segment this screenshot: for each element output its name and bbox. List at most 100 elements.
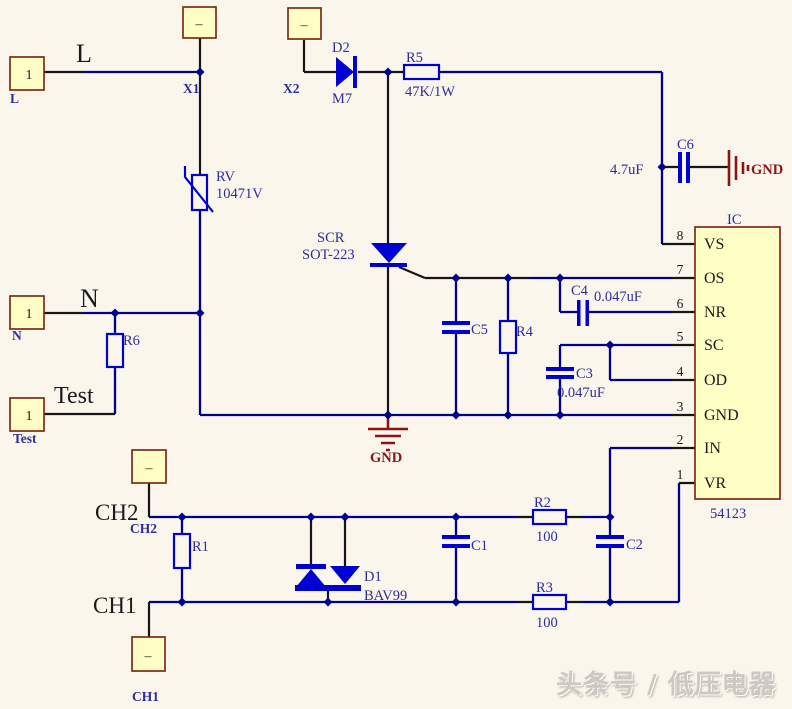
ic-pin-name: IN [704,440,721,457]
capacitor-c5: C5 [442,321,488,338]
ic-54123: IC 54123 8 7 6 5 4 3 2 1 VS OS NR SC OD … [677,212,781,522]
ic-body [694,226,781,500]
wire-name-ch1: CH1 [93,593,136,618]
value-label: M7 [332,91,352,107]
connector-box [131,636,166,672]
resistor-r2: R2 100 [531,495,568,545]
ic-pin-name: OD [704,372,727,389]
capacitor-c2: C2 [596,535,643,553]
resistor-body [105,332,125,369]
value-label: 100 [536,615,558,631]
wire-name-n: N [80,284,99,313]
resistor-body [531,593,568,611]
resistor-r5: R5 47K/1W [402,50,455,100]
cap-plate [442,544,470,548]
wire-name-l: L [76,39,92,68]
ic-pin-number: 6 [677,296,684,311]
connector-net-label: CH1 [132,689,159,704]
ground-label: GND [751,162,783,178]
ground-symbol-main: GND [368,417,408,466]
cap-plate [596,544,624,548]
cap-plate [442,321,470,325]
value-label: 0.047uF [557,385,605,401]
ic-pin-name: GND [704,407,739,424]
cap-plate [596,535,624,539]
resistor-r4: R4 [498,319,534,355]
value-label: 10471V [216,186,263,202]
ic-pin-number: 3 [677,399,684,414]
connector-net-label: CH2 [130,521,157,536]
cap-plate [546,375,574,379]
ref-label: R5 [406,50,423,66]
connector-pin-label: – [300,18,309,33]
ic-pin-name: SC [704,337,724,354]
wire-name-test: Test [54,383,94,409]
wire-name-ch2: CH2 [95,500,138,525]
connector-net-label: X1 [183,81,200,96]
ic-pin-number: 1 [677,467,684,482]
terminal-n: 1 N N [9,284,99,343]
connector-pin-label: – [144,649,153,664]
ref-label: SCR [317,230,345,246]
ref-label: C6 [677,137,694,153]
ref-label: R2 [534,495,551,511]
ic-pin-name: OS [704,270,724,287]
ic-pin-number: 2 [677,432,684,447]
terminal-test: 1 Test Test [9,383,94,446]
ic-pin-number: 7 [677,262,684,277]
varistor-rv: RV 10471V [183,166,263,213]
ref-label: C4 [571,283,589,299]
connector-x2: – X2 [283,7,322,96]
resistor-r3: R3 100 [531,580,568,631]
resistor-body [531,508,568,526]
ic-pin-name: NR [704,304,727,321]
resistor-body [172,532,192,570]
scr-triangle [371,243,407,263]
ref-label: C1 [471,538,488,554]
cap-plate [577,300,581,326]
ic-pin-name: VS [704,236,724,253]
cap-plate [585,300,589,326]
diode-cathode-bar [295,585,361,591]
ref-label: R3 [536,580,553,596]
cap-plate [678,152,682,183]
capacitor-c4: C4 0.047uF [571,283,642,326]
diode-d1: D1 BAV99 [295,564,407,604]
terminal-net-label: N [12,328,22,343]
ic-pin-name: VR [704,475,727,492]
ground-icon [727,150,750,186]
ref-label: R1 [192,539,209,555]
terminal-pin-label: 1 [26,409,33,424]
ground-symbol-c6: GND [727,150,783,186]
ic-part-label: 54123 [710,506,746,522]
varistor-stroke [183,166,214,213]
ref-label: D2 [332,40,350,56]
ref-label: C2 [626,537,643,553]
ground-label: GND [370,450,402,466]
thyristor-scr: SCR SOT-223 [302,230,407,267]
terminal-l: 1 L L [9,39,92,106]
resistor-r1: R1 [172,532,209,570]
connector-ch2: – CH2 CH2 [95,449,167,536]
net-wires [84,70,681,604]
watermark: 头条号 / 低压电器 [556,670,776,700]
ic-pin-number: 4 [677,364,684,379]
connector-pin-label: – [195,17,204,32]
ref-label: C5 [471,322,488,338]
lead-wires [44,38,727,637]
ground-icon [368,417,408,452]
varistor-body [190,173,209,212]
ref-label: D1 [364,569,382,585]
value-label: 0.047uF [594,289,642,305]
value-label: 47K/1W [405,84,455,100]
ref-label: R6 [123,333,140,349]
ic-pin-number: 5 [677,329,684,344]
cap-plate [686,152,690,183]
terminal-box [9,56,45,91]
value-label: BAV99 [364,588,407,604]
ref-label: RV [216,169,236,185]
connector-pin-label: – [145,461,154,476]
connector-box [131,449,167,484]
diode-triangle [330,566,360,584]
